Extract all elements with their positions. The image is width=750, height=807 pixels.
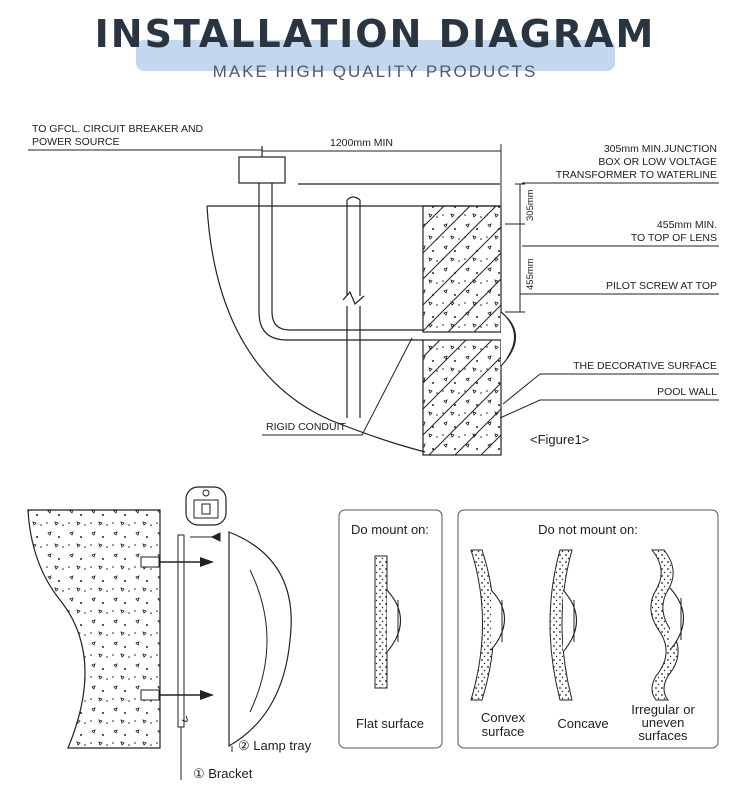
convex-wall: [470, 549, 495, 701]
flat-lamp: [386, 589, 401, 653]
power-label-line2: POWER SOURCE: [32, 136, 120, 148]
title-highlight-band: [136, 40, 615, 71]
dim-305-label: 305mm: [525, 189, 536, 221]
bracket-label: ① Bracket: [193, 766, 253, 781]
mount-wall-section: [27, 509, 161, 749]
pool-wall-top-speckle: [423, 206, 501, 332]
flat-surface-label: Flat surface: [356, 716, 424, 731]
pool-wall-leader: [499, 399, 719, 419]
junction-box: [238, 156, 286, 184]
page-title: INSTALLATION DIAGRAM: [94, 12, 656, 56]
lens-line2: TO TOP OF LENS: [631, 232, 717, 244]
do-mount-heading: Do mount on:: [351, 522, 429, 537]
pool-wall-bottom-speckle: [423, 340, 501, 455]
screw-upper-small: [190, 532, 221, 542]
do-not-mount-panel: Do not mount on: Convex surface Concave …: [457, 509, 719, 749]
pool-shell-outline: [206, 205, 426, 453]
conduit-label: RIGID CONDUIT: [266, 421, 347, 433]
bracket-plate: [177, 534, 185, 728]
lamp-tray: [228, 531, 292, 748]
do-mount-panel: Do mount on: Flat surface: [338, 509, 443, 749]
lamp-tray-lens: [249, 569, 268, 713]
header: INSTALLATION DIAGRAM MAKE HIGH QUALITY P…: [0, 0, 750, 100]
convex-lamp: [490, 589, 505, 651]
decorative-label: THE DECORATIVE SURFACE: [573, 360, 717, 372]
detail-screw: [202, 489, 210, 497]
concave-wall: [549, 549, 573, 701]
junction-line3: TRANSFORMER TO WATERLINE: [556, 169, 717, 181]
detail-bracket-slot: [193, 499, 219, 519]
concave-lamp: [562, 589, 577, 653]
figure1-cross-section: 1200mm MIN 305mm 455mm TO GFCL. CIRCUIT …: [28, 123, 719, 456]
convex-label-line2: surface: [482, 724, 525, 739]
figure1-caption: <Figure1>: [530, 432, 589, 447]
flat-wall: [374, 555, 388, 689]
bracket-hook: [181, 715, 188, 722]
power-label-line1: TO GFCL. CIRCUIT BREAKER AND: [32, 123, 204, 135]
rigid-conduit: [258, 183, 423, 341]
anchor-top: [140, 556, 160, 568]
irregular-label-line1: Irregular or: [631, 702, 695, 717]
anchor-bottom: [140, 689, 160, 701]
lens-line1: 455mm MIN.: [657, 219, 717, 231]
irregular-lamp: [669, 587, 684, 651]
convex-label-line1: Convex: [481, 710, 526, 725]
irregular-label-line2: uneven: [642, 715, 685, 730]
irregular-wall: [650, 549, 679, 701]
conduit-leader: [262, 337, 413, 436]
dim-455-label: 455mm: [525, 258, 536, 290]
irregular-label-line3: surfaces: [638, 728, 688, 743]
junction-line2: BOX OR LOW VOLTAGE: [598, 156, 717, 168]
decorative-leader: [502, 373, 719, 405]
concave-label: Concave: [557, 716, 608, 731]
distance-label: 1200mm MIN: [330, 137, 393, 149]
screw-bottom-head: [200, 690, 214, 700]
detail-inset: [185, 486, 227, 526]
screw-top-head: [200, 557, 214, 567]
page-subtitle: MAKE HIGH QUALITY PRODUCTS: [212, 62, 538, 81]
mounting-detail: ① Bracket ② Lamp tray: [27, 486, 312, 781]
conduit-riser: [346, 196, 361, 418]
lamp-lens-inner: [506, 317, 515, 359]
pool-wall-label: POOL WALL: [657, 386, 717, 398]
lamp-tray-label: ② Lamp tray: [238, 738, 312, 753]
pilot-label: PILOT SCREW AT TOP: [606, 280, 717, 292]
conduit-break-mark: [342, 290, 365, 306]
junction-line1: 305mm MIN.JUNCTION: [604, 143, 717, 155]
do-not-mount-heading: Do not mount on:: [538, 522, 638, 537]
